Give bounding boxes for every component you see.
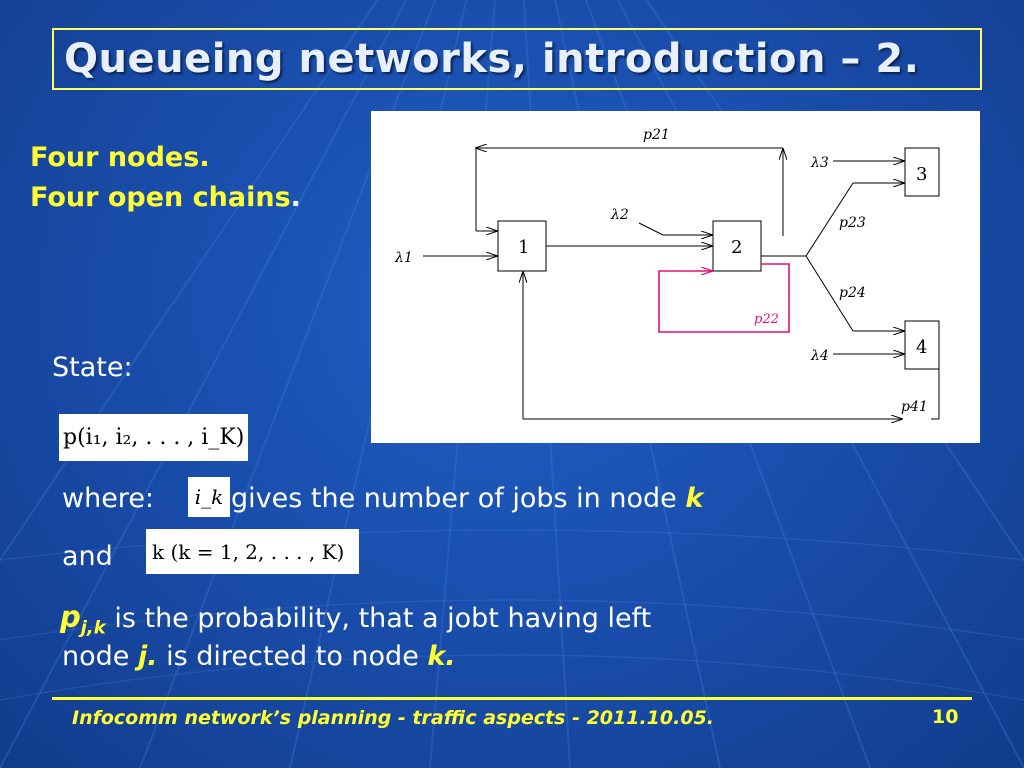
where-text: gives the number of jobs in node xyxy=(231,483,686,514)
p-subscript: j,k xyxy=(80,617,106,639)
directed-text: is directed to node xyxy=(157,641,428,672)
headline-four-chains-text: Four open chains xyxy=(30,182,291,213)
queueing-network-diagram: 1 2 3 4 λ1 λ2 λ3 λ4 p21 p23 p24 p41 p22 xyxy=(371,111,980,443)
probability-line: pj,k is the probability, that a jobt hav… xyxy=(60,600,651,638)
lambda-4-label: λ4 xyxy=(810,348,829,364)
footer-divider xyxy=(52,697,972,700)
node-3-label: 3 xyxy=(916,164,927,185)
state-formula: p(i₁, i₂, . . . , i_K) xyxy=(59,414,248,461)
network-svg: 1 2 3 4 λ1 λ2 λ3 λ4 p21 p23 p24 p41 p22 xyxy=(394,127,940,443)
node-j: j. xyxy=(137,641,158,672)
node-1-label: 1 xyxy=(518,237,529,258)
slide-title: Queueing networks, introduction – 2. xyxy=(64,36,920,82)
prob-text: is the probability, that a jobt having l… xyxy=(105,603,652,634)
p23-label: p23 xyxy=(839,215,866,231)
node-2-label: 2 xyxy=(731,237,742,258)
where-label: where: xyxy=(62,483,155,514)
headline-period: . xyxy=(290,182,301,213)
where-description: gives the number of jobs in node k xyxy=(231,483,703,514)
lambda-3-label: λ3 xyxy=(810,155,829,171)
p24-label: p24 xyxy=(839,285,866,301)
node-2-box xyxy=(712,220,762,272)
node-word: node xyxy=(62,641,138,672)
state-label: State: xyxy=(52,352,133,383)
node-k-final: k. xyxy=(427,641,456,672)
p41-label: p41 xyxy=(901,399,928,415)
node-k: k xyxy=(685,483,704,514)
directed-line: node j. is directed to node k. xyxy=(62,641,456,672)
headline-four-nodes: Four nodes. xyxy=(30,142,210,173)
p21-label: p21 xyxy=(643,127,670,143)
p-symbol: p xyxy=(60,600,81,634)
title-box: Queueing networks, introduction – 2. xyxy=(52,28,982,90)
k-range-formula: k (k = 1, 2, . . . , K) xyxy=(146,529,359,574)
node-4-box xyxy=(904,320,940,370)
node-4-label: 4 xyxy=(916,337,927,358)
p22-label: p22 xyxy=(754,312,779,327)
node-3-box xyxy=(904,147,940,197)
headline-four-chains: Four open chains. xyxy=(30,182,301,213)
footer-text: Infocomm network’s planning - traffic as… xyxy=(72,707,715,729)
where-line: where: xyxy=(62,483,154,514)
lambda-2-label: λ2 xyxy=(610,207,629,223)
lambda-1-label: λ1 xyxy=(394,250,413,266)
ik-symbol: i_k xyxy=(188,477,230,517)
page-number: 10 xyxy=(932,706,959,728)
and-label: and xyxy=(62,541,113,572)
